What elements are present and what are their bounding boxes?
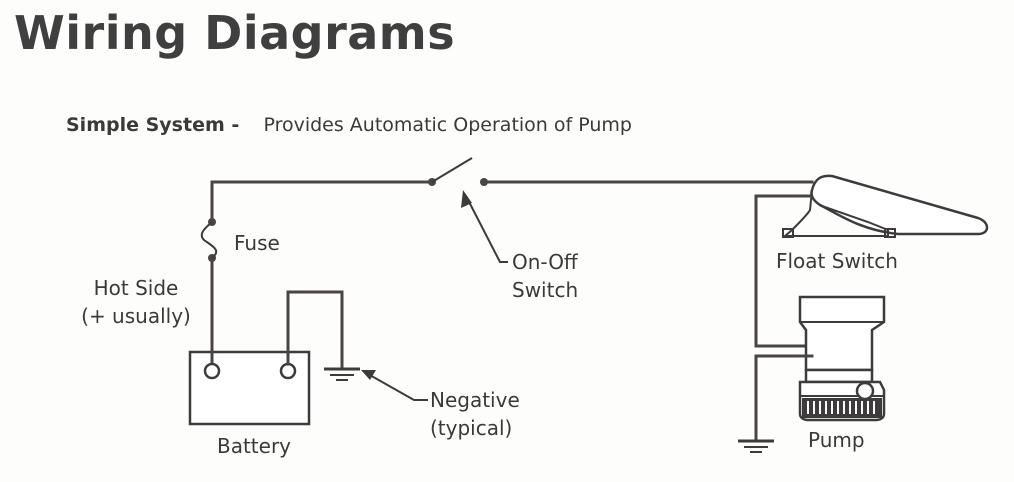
battery-ground-symbol [324, 367, 360, 381]
negative-label-line1: Negative [430, 388, 520, 412]
on-off-switch-label: On-Off Switch [512, 248, 578, 304]
pump-symbol [754, 295, 886, 442]
switch-pointer-arrow [461, 190, 508, 263]
float-switch-label: Float Switch [776, 249, 898, 273]
float-switch-symbol [754, 174, 989, 348]
diagram-subtitle: Simple System - Provides Automatic Opera… [66, 114, 632, 136]
hot-side-label: Hot Side (+ usually) [68, 274, 204, 330]
negative-label-line2: (typical) [430, 416, 513, 440]
page-title: Wiring Diagrams [14, 6, 456, 60]
on-off-switch-symbol [428, 157, 814, 186]
pump-grille [807, 401, 875, 414]
hot-side-label-line1: Hot Side [93, 276, 179, 300]
on-off-switch-label-line2: Switch [512, 278, 579, 302]
battery-symbol [188, 290, 344, 426]
fuse-label: Fuse [234, 231, 280, 255]
negative-pointer-arrow [361, 370, 428, 401]
on-off-switch-label-line1: On-Off [512, 250, 578, 274]
hot-side-label-line2: (+ usually) [81, 304, 191, 328]
battery-label: Battery [216, 434, 292, 458]
pump-ground-symbol [738, 439, 774, 453]
fuse-symbol [200, 218, 218, 262]
hot-wire [210, 180, 434, 360]
subtitle-description: Provides Automatic Operation of Pump [263, 114, 632, 136]
subtitle-system-name: Simple System - [66, 114, 240, 136]
pump-label: Pump [808, 428, 865, 452]
negative-label: Negative (typical) [430, 386, 520, 442]
